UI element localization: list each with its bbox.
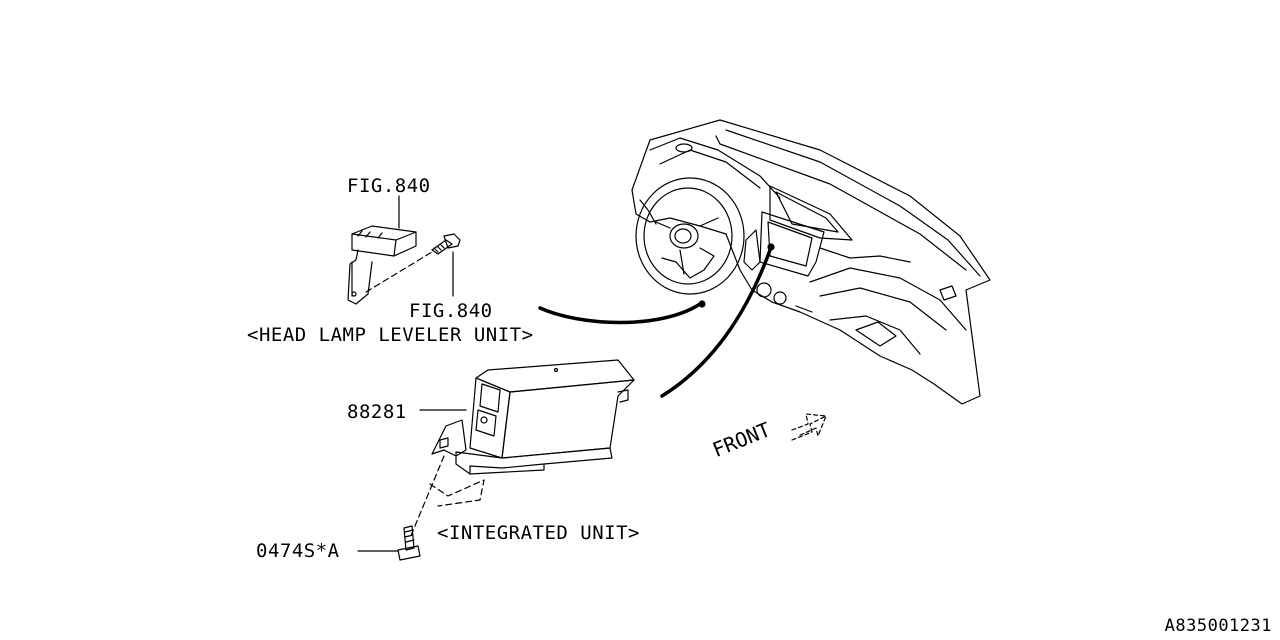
fig-840-label-bolt[interactable]: FIG.840 <box>409 300 493 322</box>
diagram-code: A835001231 <box>1164 616 1272 636</box>
integrated-unit-label: <INTEGRATED UNIT> <box>437 522 640 544</box>
front-arrow-icon <box>791 413 827 441</box>
head-lamp-leveler-unit-label: <HEAD LAMP LEVELER UNIT> <box>247 324 534 346</box>
head-lamp-leveler-unit-drawing <box>347 195 461 305</box>
location-arrows <box>538 248 772 398</box>
part-0474s-a-label[interactable]: 0474S*A <box>256 540 340 562</box>
integrated-unit-drawing <box>357 359 635 561</box>
dashboard-drawing <box>631 119 991 405</box>
part-88281-label[interactable]: 88281 <box>347 401 407 423</box>
fig-840-label-top[interactable]: FIG.840 <box>347 175 431 197</box>
